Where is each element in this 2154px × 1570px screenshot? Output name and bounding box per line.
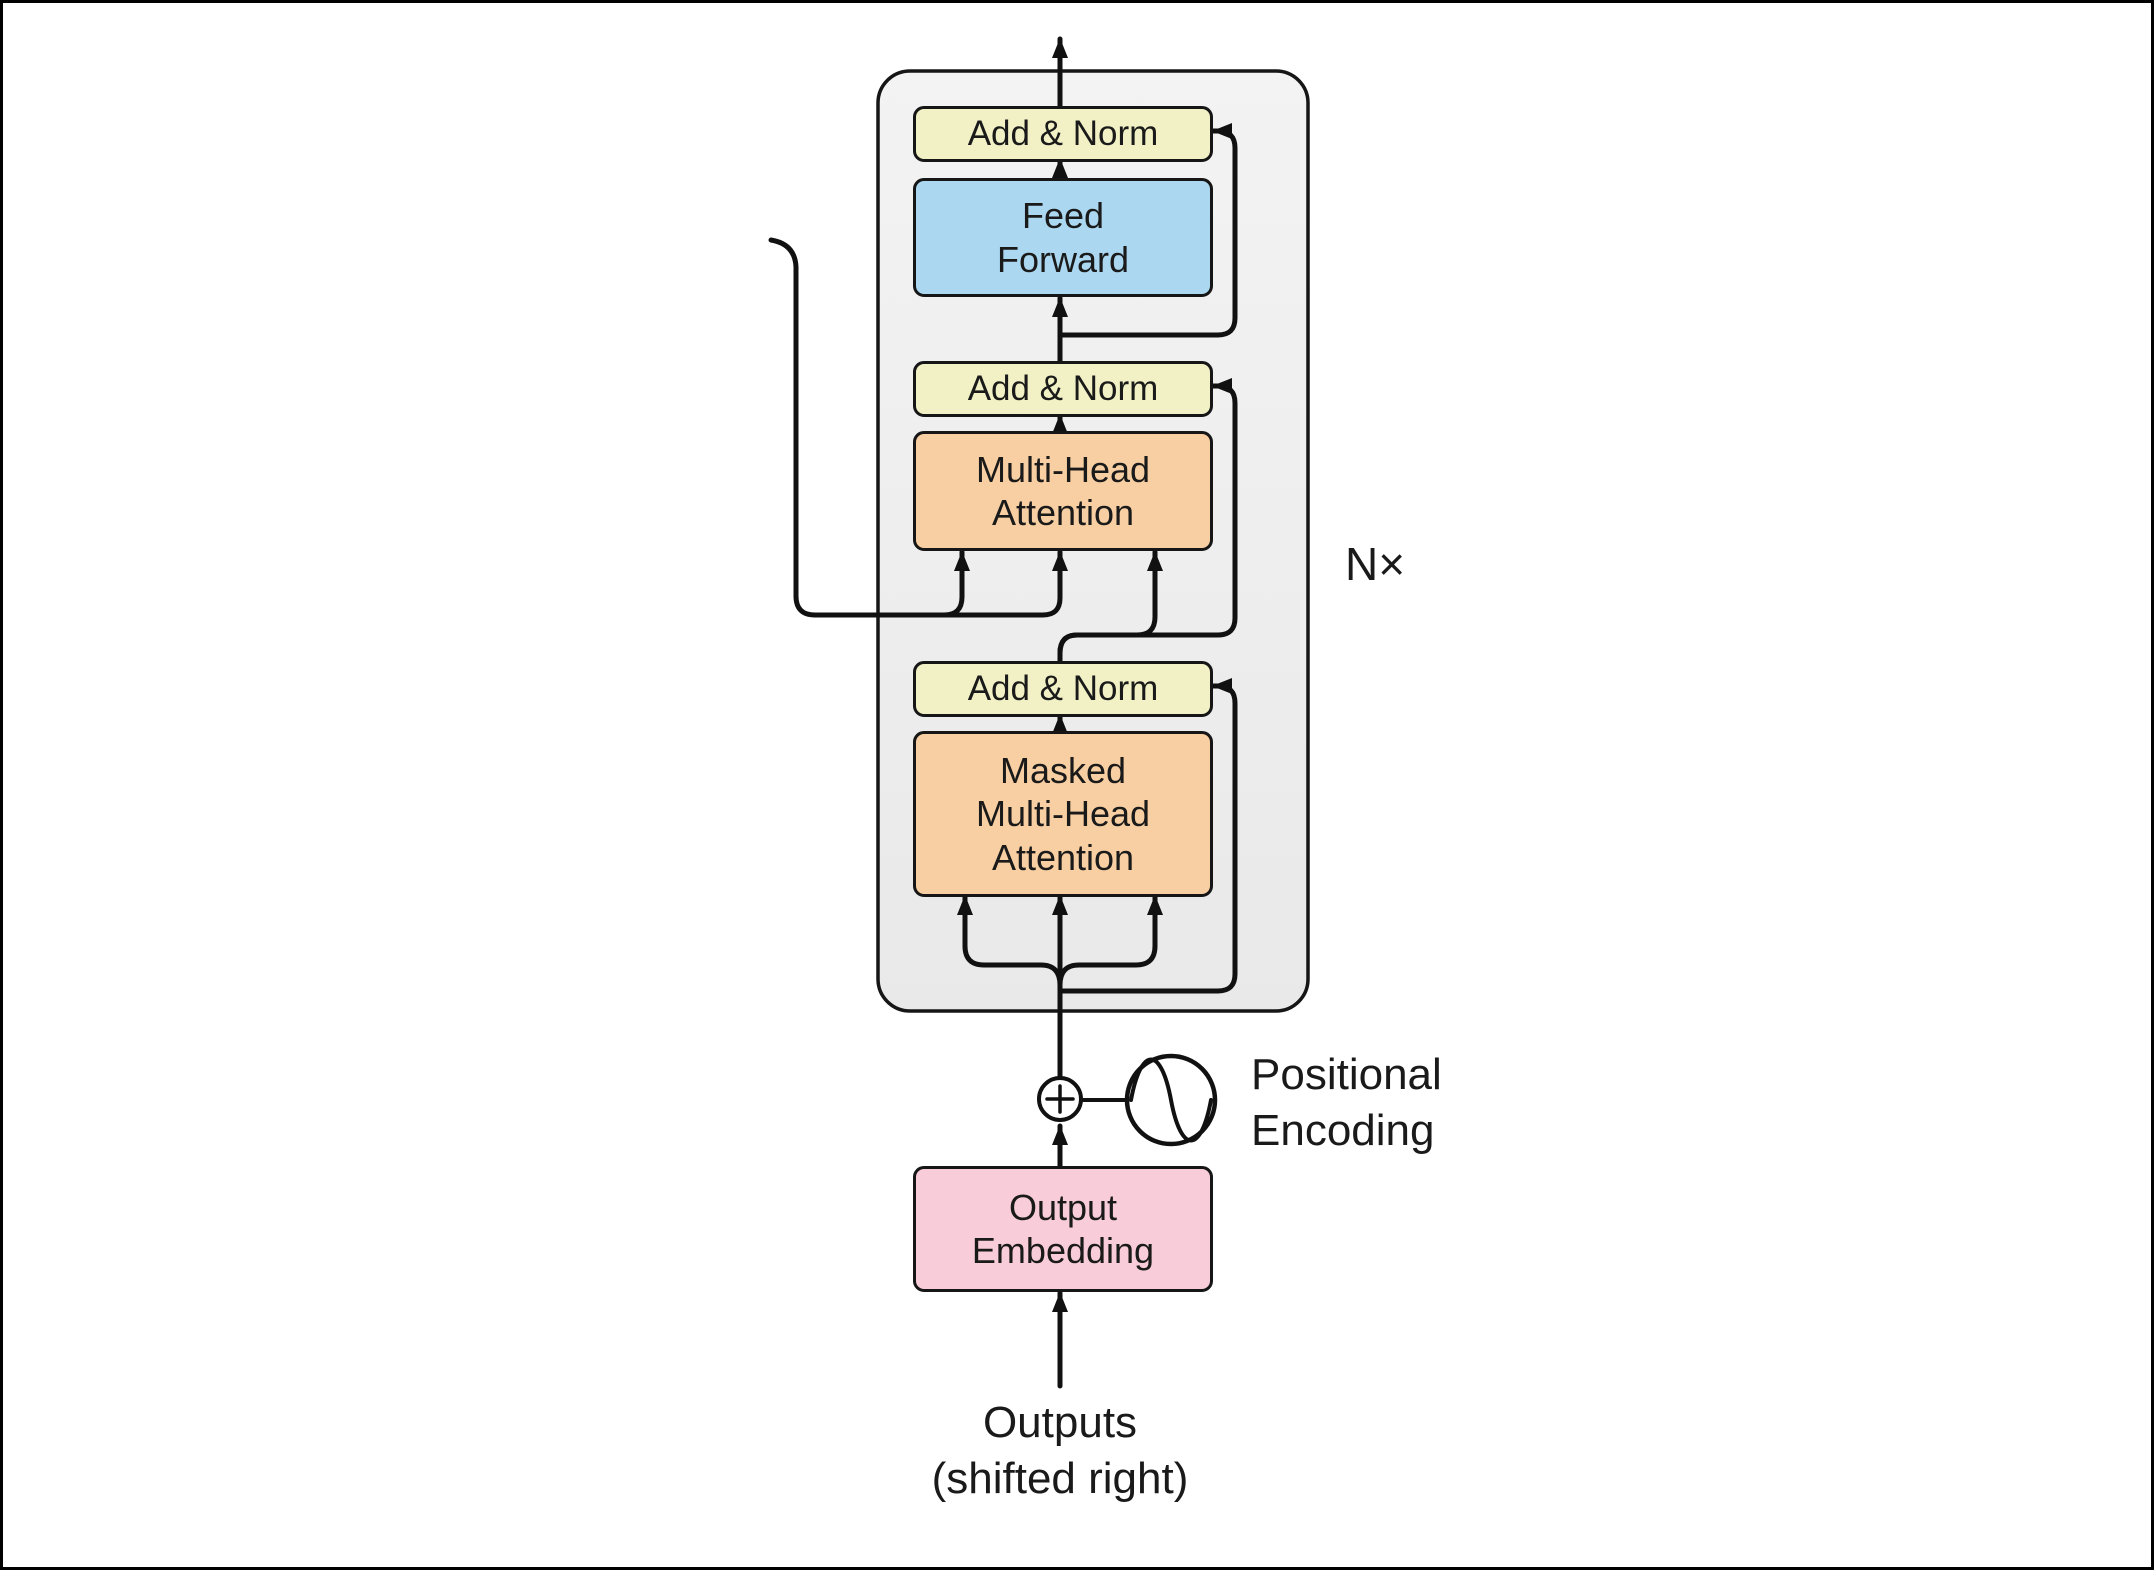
masked-mha-label-line3: Attention [991, 836, 1135, 878]
repeat-count-label: N× [1345, 538, 1406, 590]
plus-circle-icon [1037, 1076, 1083, 1122]
multi-head-attention-label-line1: Multi-Head [975, 448, 1151, 490]
multi-head-attention-label-line2: Attention [991, 492, 1135, 533]
residual-skip-feed-forward [1057, 123, 1238, 338]
sine-wave-icon [1124, 1053, 1218, 1147]
positional-encoding-label-line2: Encoding [1251, 1106, 1435, 1156]
positional-encoding-label: Positional Encoding [1251, 1047, 1442, 1160]
output-embedding-label-line1: Output [1008, 1186, 1118, 1228]
feed-forward-box: Feed Forward [913, 178, 1213, 297]
add-norm-middle-box: Add & Norm [913, 361, 1213, 417]
feed-forward-label-line2: Forward [996, 238, 1130, 280]
encoder-output-branch-center-input [900, 549, 1068, 618]
output-embedding-box: Output Embedding [913, 1166, 1213, 1292]
masked-mha-label-line1: Masked [999, 750, 1127, 792]
positional-encoding-label-line1: Positional [1251, 1050, 1442, 1099]
add-norm-bottom-box: Add & Norm [913, 661, 1213, 717]
outputs-label-line1: Outputs [982, 1398, 1138, 1447]
masked-multi-head-attention-box: Masked Multi-Head Attention [913, 731, 1213, 897]
multi-head-attention-box: Multi-Head Attention [913, 431, 1213, 551]
encoder-output-line-left-input [768, 237, 970, 618]
add-norm-top-box: Add & Norm [913, 106, 1213, 162]
output-embedding-label-line2: Embedding [971, 1230, 1155, 1271]
add-norm-middle-label: Add & Norm [967, 369, 1159, 408]
outputs-label-line2: (shifted right) [931, 1454, 1189, 1504]
masked-attention-left-input-arrow [957, 893, 1063, 988]
residual-skip-masked-attention [1057, 678, 1238, 994]
feed-forward-label-line1: Feed [1021, 195, 1105, 237]
outputs-label: Outputs (shifted right) [850, 1395, 1270, 1508]
add-norm-bottom-label: Add & Norm [967, 669, 1159, 708]
masked-attention-right-input-arrow [1057, 893, 1163, 988]
add-norm-top-label: Add & Norm [967, 114, 1159, 153]
residual-skip-attention [1057, 378, 1238, 660]
masked-mha-label-line2: Multi-Head [975, 793, 1151, 835]
